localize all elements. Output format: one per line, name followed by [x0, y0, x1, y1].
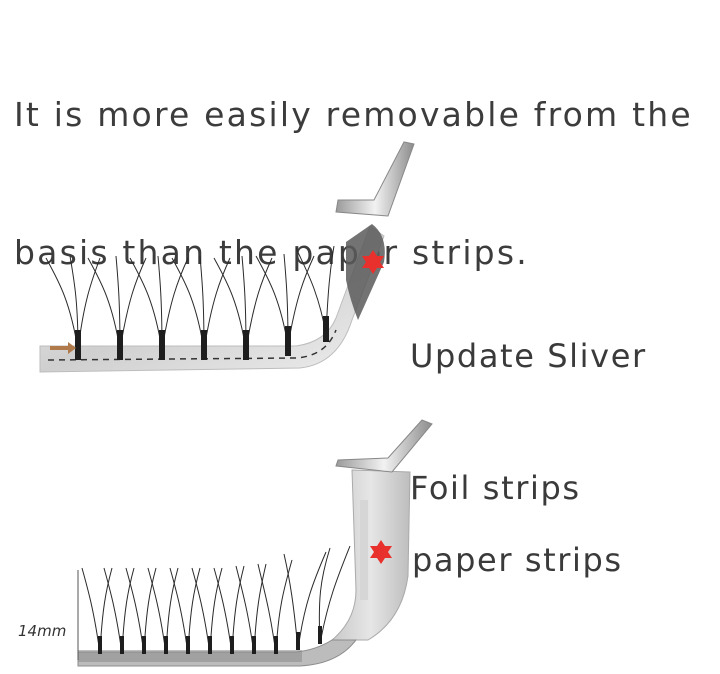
lash-roots-top — [75, 316, 329, 360]
paper-strip-adhesive — [78, 650, 302, 662]
foil-label-line-1: Update Sliver — [410, 337, 647, 375]
lash-roots-bottom — [98, 626, 322, 654]
red-star-marker-icon-bottom — [370, 540, 392, 564]
tweezers-icon — [335, 141, 415, 217]
headline-line-2: basis than the paper strips. — [14, 233, 529, 272]
paper-strip-illustration — [77, 419, 433, 667]
red-star-marker-icon — [362, 250, 384, 274]
foil-strips-label: Update Sliver Foil strips — [410, 246, 647, 554]
paper-flap — [330, 469, 411, 641]
foil-peeled-flap — [346, 224, 385, 320]
paper-strips-label: paper strips — [412, 541, 623, 579]
foil-strip-illustration — [39, 141, 415, 373]
arrow-right-icon — [50, 342, 76, 354]
headline-line-1: It is more easily removable from the — [14, 95, 693, 134]
headline: It is more easily removable from the bas… — [14, 0, 720, 322]
paper-flap-highlight — [360, 500, 368, 600]
foil-label-line-2: Foil strips — [410, 469, 581, 507]
tweezers-icon-bottom — [335, 419, 433, 473]
foil-strip — [39, 225, 385, 373]
length-label: 14mm — [18, 622, 67, 640]
